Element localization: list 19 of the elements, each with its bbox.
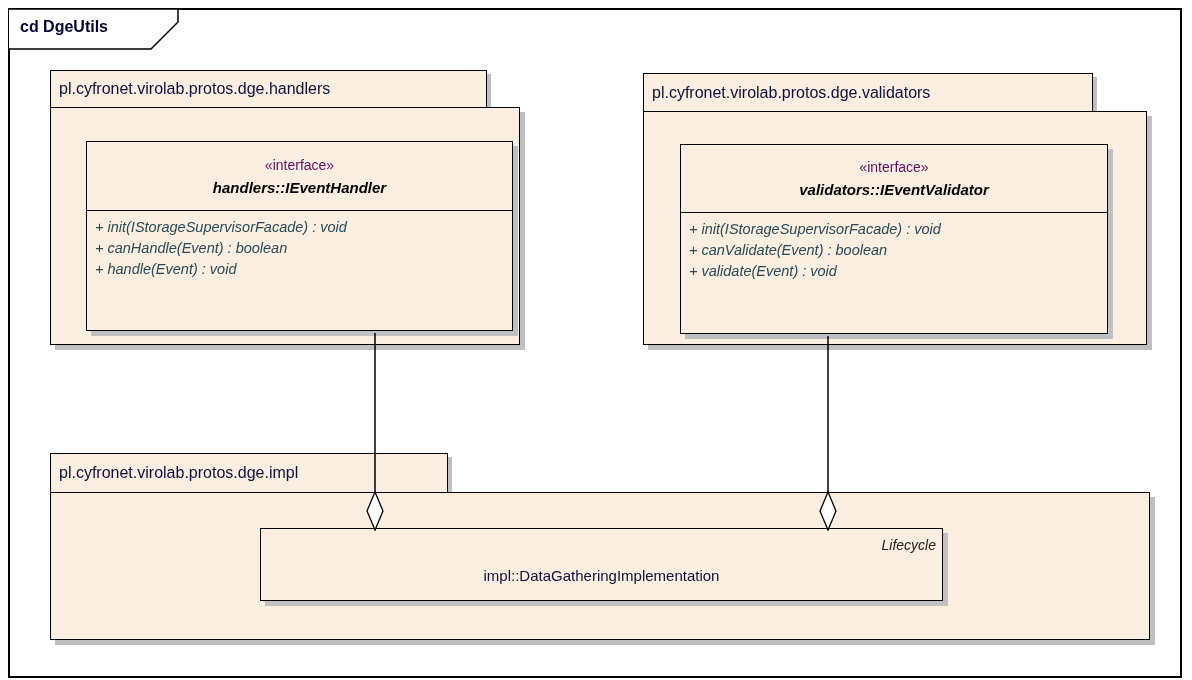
operation: + init(IStorageSupervisorFacade) : void — [689, 221, 942, 237]
interface-name: validators::IEventValidator — [799, 181, 989, 198]
diagram-frame — [8, 8, 1182, 678]
stereotype: «interface» — [264, 156, 335, 173]
operation: + init(IStorageSupervisorFacade) : void — [95, 219, 348, 235]
operation: + canHandle(Event) : boolean — [95, 240, 289, 256]
stereotype: Lifecycle — [881, 537, 936, 553]
operation: + validate(Event) : void — [689, 263, 838, 279]
package-name: pl.cyfronet.virolab.protos.dge.impl — [59, 464, 299, 482]
package-name: pl.cyfronet.virolab.protos.dge.handlers — [59, 80, 331, 98]
interface-name: handlers::IEventHandler — [212, 178, 387, 196]
aggregation-line — [366, 332, 384, 531]
operation: + handle(Event) : void — [95, 261, 238, 277]
aggregation-line — [819, 335, 837, 531]
operation: + canValidate(Event) : boolean — [689, 242, 889, 258]
stereotype: «interface» — [859, 159, 929, 175]
class-name: impl::DataGatheringImplementation — [482, 567, 721, 584]
frame-title: cd DgeUtils — [20, 18, 108, 36]
package-name: pl.cyfronet.virolab.protos.dge.validators — [652, 83, 931, 102]
